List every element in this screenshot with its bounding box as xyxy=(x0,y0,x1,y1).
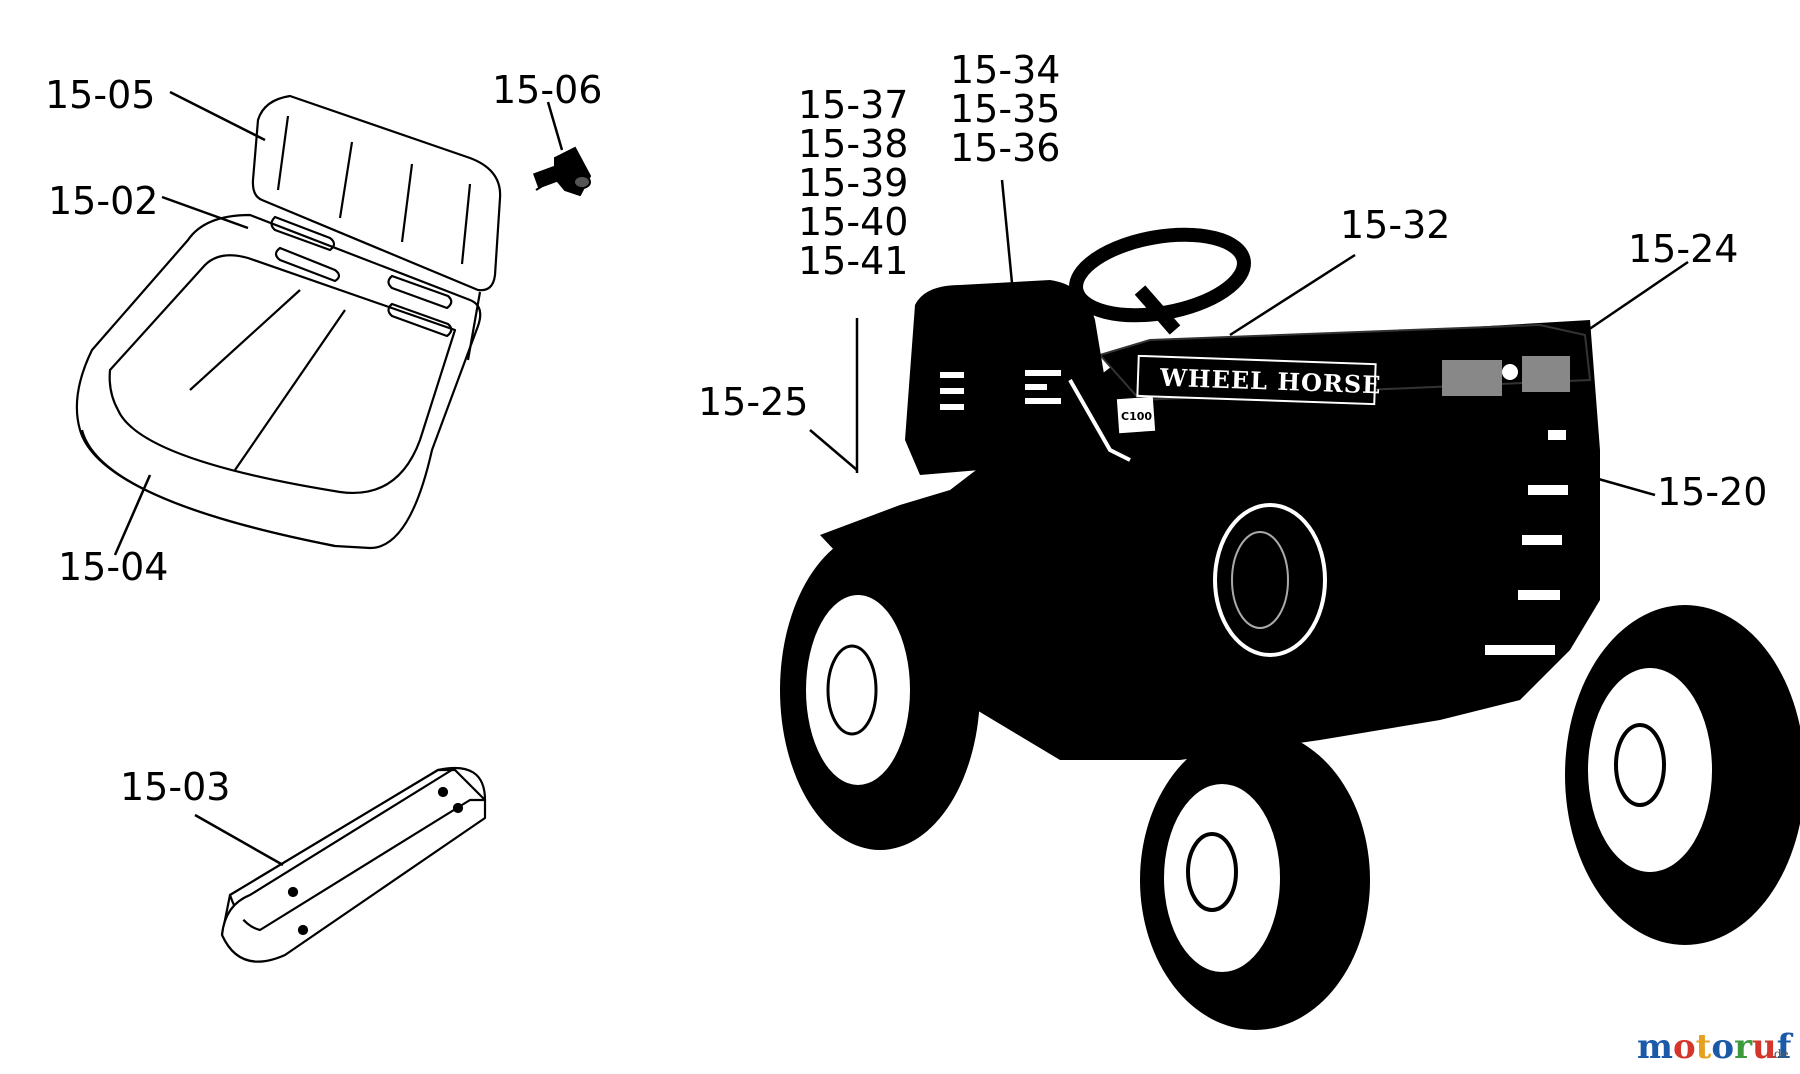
label-15-04: 15-04 xyxy=(58,545,168,589)
watermark-letter: o xyxy=(1711,1027,1734,1067)
label-15-40: 15-40 xyxy=(798,200,908,244)
watermark-letter: o xyxy=(1673,1027,1696,1067)
watermark-letter: u xyxy=(1752,1027,1777,1067)
label-15-24: 15-24 xyxy=(1628,227,1738,271)
label-15-41: 15-41 xyxy=(798,239,908,283)
model-badge: C100 xyxy=(1121,410,1152,423)
knob-illustration xyxy=(532,146,592,197)
watermark-letter: f xyxy=(1777,1027,1794,1067)
label-15-38: 15-38 xyxy=(798,122,908,166)
leader-15-02 xyxy=(161,195,249,230)
label-15-25: 15-25 xyxy=(698,380,808,424)
part-labels: 15-05 15-02 15-04 15-06 15-03 15-37 15-3… xyxy=(45,48,1767,809)
label-15-20: 15-20 xyxy=(1657,470,1767,514)
leader-lines xyxy=(113,90,1689,867)
leader-15-03 xyxy=(194,813,284,867)
leader-15-04 xyxy=(113,474,152,556)
leader-15-06 xyxy=(546,101,564,151)
label-15-37: 15-37 xyxy=(798,83,908,127)
watermark-letter: t xyxy=(1696,1027,1712,1067)
label-15-06: 15-06 xyxy=(492,68,602,112)
leader-15-32 xyxy=(1229,253,1356,337)
label-15-39: 15-39 xyxy=(798,161,908,205)
label-15-02: 15-02 xyxy=(48,179,158,223)
label-15-05: 15-05 xyxy=(45,73,155,117)
leader-15-24 xyxy=(1587,260,1689,332)
watermark-suffix: .de xyxy=(1770,1047,1789,1061)
seat-strap-illustration xyxy=(220,766,487,963)
tractor-illustration: WHEEL HORSE C100 xyxy=(780,227,1800,1030)
watermark-letter: m xyxy=(1637,1027,1673,1067)
leader-15-25 xyxy=(809,429,858,471)
watermark-text: motoruf xyxy=(1637,1027,1794,1067)
leader-15-34 xyxy=(1000,179,1014,284)
watermark-letter: r xyxy=(1734,1027,1753,1067)
label-15-34: 15-34 xyxy=(950,48,1060,92)
label-15-03: 15-03 xyxy=(120,765,230,809)
leader-15-20 xyxy=(1594,476,1656,497)
leader-15-05 xyxy=(169,90,266,142)
label-15-35: 15-35 xyxy=(950,87,1060,131)
watermark: motoruf .de xyxy=(1637,1027,1794,1067)
label-15-32: 15-32 xyxy=(1340,203,1450,247)
seat-illustration xyxy=(75,94,502,550)
label-15-36: 15-36 xyxy=(950,126,1060,170)
